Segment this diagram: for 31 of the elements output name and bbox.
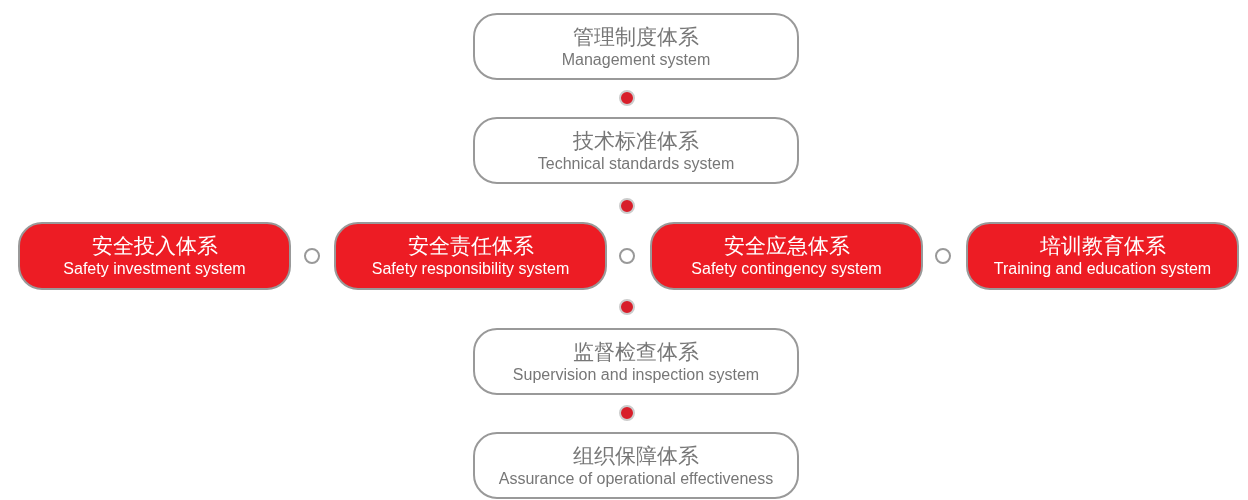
box-title: 安全应急体系 [723,233,850,259]
system-box [966,222,1239,290]
box-subtitle: Safety contingency system [691,259,882,279]
box-title: 技术标准体系 [573,127,699,154]
box-subtitle: Technical standards system [537,153,735,174]
box-title: 培训教育体系 [1039,233,1166,259]
system-box [473,13,799,80]
box-title: 管理制度体系 [573,23,699,50]
system-box [473,328,799,395]
box-title: 监督检查体系 [573,338,699,365]
box-title: 组织保障体系 [573,442,699,469]
box-subtitle: Supervision and inspection system [512,364,760,385]
box-subtitle: Management system [561,49,711,70]
ring-marker [304,248,320,264]
system-box [18,222,291,290]
box-subtitle: Assurance of operational effectiveness [498,468,774,489]
dot-marker [619,198,635,214]
system-box [473,432,799,499]
box-subtitle: Training and education system [993,259,1212,279]
system-box [473,117,799,184]
system-box [650,222,923,290]
box-title: 安全投入体系 [91,233,218,259]
box-subtitle: Safety investment system [63,259,246,279]
box-subtitle: Safety responsibility system [371,259,570,279]
ring-marker [935,248,951,264]
system-box [334,222,607,290]
ring-marker [619,248,635,264]
dot-marker [619,90,635,106]
dot-marker [619,405,635,421]
dot-marker [619,299,635,315]
box-title: 安全责任体系 [407,233,534,259]
